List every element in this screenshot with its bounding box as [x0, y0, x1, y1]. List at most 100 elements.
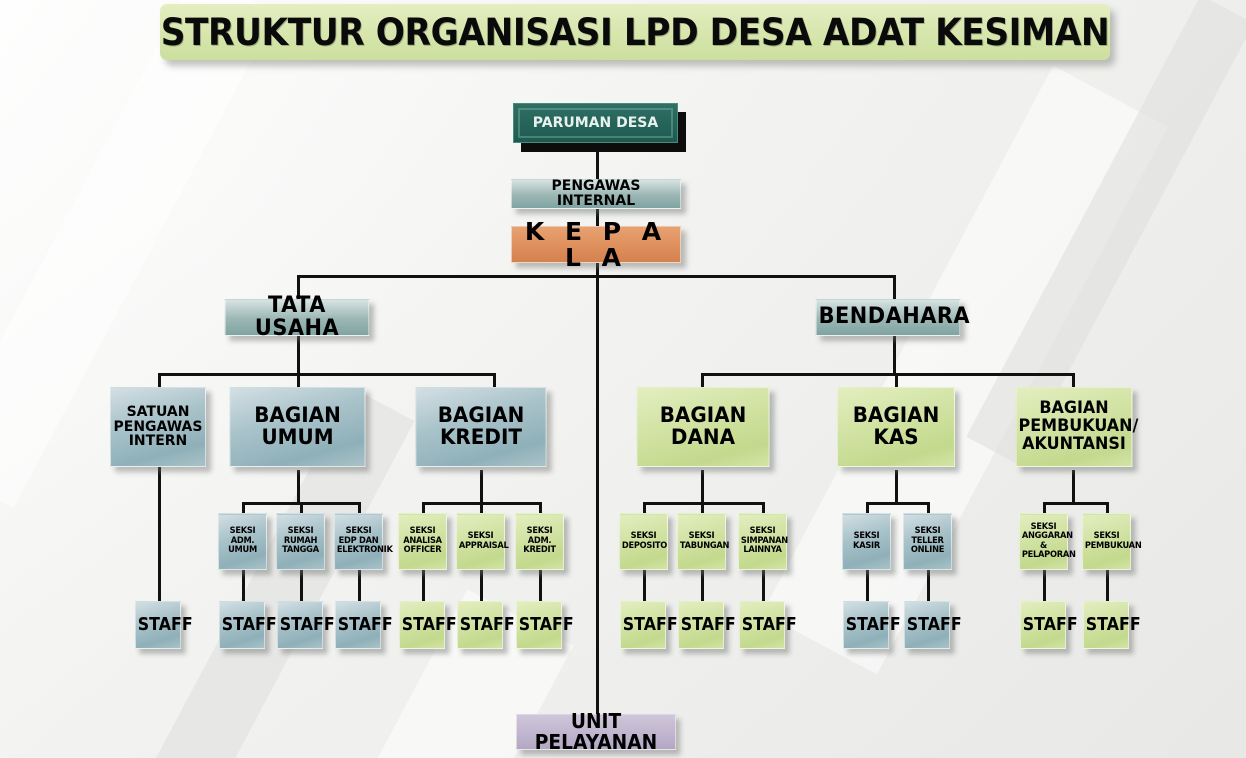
- node-tata-usaha[interactable]: TATA USAHA: [224, 294, 370, 339]
- node-label: SEKSI RUMAH TANGGA: [282, 526, 319, 556]
- node-label: PENGAWAS INTERNAL: [551, 178, 641, 209]
- node-label: STAFF: [221, 613, 277, 635]
- connector: [297, 470, 300, 502]
- node-bagian-kas[interactable]: BAGIAN KAS: [837, 387, 955, 467]
- node-bagian-dana[interactable]: BAGIAN DANA: [636, 387, 770, 467]
- node-label: UNIT PELAYANAN: [534, 709, 658, 754]
- node-label: STAFF: [1022, 613, 1078, 635]
- node-seksi-pembukuan[interactable]: SEKSI PEMBUKUAN: [1082, 513, 1142, 570]
- connector: [480, 502, 483, 514]
- node-seksi-deposito[interactable]: SEKSI DEPOSITO: [619, 513, 668, 570]
- node-kepala[interactable]: K E P A L A: [511, 218, 681, 270]
- connector: [539, 502, 542, 514]
- node-label: SEKSI TELLER ONLINE: [910, 526, 945, 556]
- node-label: PARUMAN DESA: [532, 114, 659, 131]
- connector: [158, 373, 496, 376]
- node-label: STAFF: [1085, 613, 1141, 635]
- node-staff[interactable]: STAFF: [516, 601, 574, 649]
- node-label: SEKSI SIMPANAN LAINNYA: [740, 526, 788, 556]
- node-label: SEKSI APPRAISAL: [458, 531, 509, 551]
- connector: [596, 208, 599, 230]
- node-label: SEKSI ADM. KREDIT: [523, 526, 556, 556]
- connector: [927, 502, 930, 514]
- connector: [701, 373, 1075, 376]
- connector: [895, 373, 898, 388]
- node-staff[interactable]: STAFF: [277, 601, 335, 649]
- page-title: STRUKTUR ORGANISASI LPD DESA ADAT KESIMA…: [160, 10, 1110, 54]
- connector: [1043, 570, 1046, 602]
- node-seksi-adm-umum[interactable]: SEKSI ADM. UMUM: [218, 513, 267, 570]
- node-staff[interactable]: STAFF: [739, 601, 797, 649]
- connector: [297, 373, 300, 388]
- node-seksi-edp-elektronik[interactable]: SEKSI EDP DAN ELEKTRONIK: [334, 513, 393, 570]
- connector: [300, 570, 303, 602]
- node-label: SEKSI ANGGARAN & PELAPORAN: [1021, 521, 1076, 560]
- node-label: BAGIAN PEMBUKUAN/ AKUNTANSI: [1018, 398, 1139, 454]
- node-label: STAFF: [741, 613, 797, 635]
- connector: [539, 570, 542, 602]
- node-paruman-desa[interactable]: PARUMAN DESA: [513, 103, 678, 143]
- connector: [300, 502, 303, 514]
- node-label: SEKSI KASIR: [853, 531, 880, 551]
- connector: [893, 335, 896, 373]
- connector: [358, 570, 361, 602]
- connector: [422, 570, 425, 602]
- connector: [701, 470, 704, 502]
- node-label: BAGIAN UMUM: [254, 403, 341, 449]
- connector: [1106, 502, 1109, 514]
- node-seksi-simpanan-lainnya[interactable]: SEKSI SIMPANAN LAINNYA: [738, 513, 788, 570]
- connector: [1043, 502, 1108, 505]
- node-satuan-pengawas-intern[interactable]: SATUAN PENGAWAS INTERN: [110, 387, 206, 467]
- connector: [242, 570, 245, 602]
- connector: [866, 502, 929, 505]
- connector: [893, 275, 896, 300]
- node-staff[interactable]: STAFF: [1083, 601, 1141, 649]
- connector: [1043, 502, 1046, 514]
- node-label: STAFF: [137, 613, 193, 635]
- connector: [701, 373, 704, 388]
- node-seksi-appraisal[interactable]: SEKSI APPRAISAL: [456, 513, 509, 570]
- node-unit-pelayanan[interactable]: UNIT PELAYANAN: [516, 709, 676, 754]
- connector: [701, 502, 704, 514]
- node-pengawas-internal[interactable]: PENGAWAS INTERNAL: [511, 179, 681, 209]
- node-seksi-tabungan[interactable]: SEKSI TABUNGAN: [677, 513, 730, 570]
- node-staff[interactable]: STAFF: [335, 601, 393, 649]
- node-seksi-teller-online[interactable]: SEKSI TELLER ONLINE: [903, 513, 952, 570]
- node-label: STAFF: [401, 613, 457, 635]
- node-staff[interactable]: STAFF: [457, 601, 515, 649]
- node-label: STAFF: [680, 613, 736, 635]
- node-staff[interactable]: STAFF: [678, 601, 736, 649]
- node-seksi-analisa-officer[interactable]: SEKSI ANALISA OFFICER: [398, 513, 447, 570]
- connector: [701, 570, 704, 602]
- node-seksi-anggaran-pelaporan[interactable]: SEKSI ANGGARAN & PELAPORAN: [1019, 513, 1076, 570]
- node-seksi-rumah-tangga[interactable]: SEKSI RUMAH TANGGA: [276, 513, 325, 570]
- node-staff[interactable]: STAFF: [219, 601, 277, 649]
- node-seksi-kasir[interactable]: SEKSI KASIR: [842, 513, 891, 570]
- node-staff[interactable]: STAFF: [1020, 601, 1078, 649]
- node-staff[interactable]: STAFF: [843, 601, 901, 649]
- connector: [158, 373, 161, 388]
- node-label: SEKSI DEPOSITO: [621, 531, 668, 551]
- connector: [866, 570, 869, 602]
- node-label: STAFF: [518, 613, 574, 635]
- node-bagian-pembukuan-akuntansi[interactable]: BAGIAN PEMBUKUAN/ AKUNTANSI: [1015, 387, 1139, 467]
- node-label: SEKSI ADM. UMUM: [228, 526, 257, 556]
- node-bendahara[interactable]: BENDAHARA: [815, 299, 970, 336]
- node-seksi-adm-kredit[interactable]: SEKSI ADM. KREDIT: [515, 513, 564, 570]
- node-label: SEKSI TABUNGAN: [679, 531, 730, 551]
- node-staff[interactable]: STAFF: [399, 601, 457, 649]
- connector: [643, 502, 646, 514]
- node-staff[interactable]: STAFF: [620, 601, 678, 649]
- connector: [866, 502, 869, 514]
- connector: [596, 142, 599, 180]
- node-staff[interactable]: STAFF: [904, 601, 962, 649]
- node-label: STAFF: [906, 613, 962, 635]
- node-bagian-umum[interactable]: BAGIAN UMUM: [229, 387, 366, 467]
- connector: [242, 502, 245, 514]
- node-label: STAFF: [459, 613, 515, 635]
- node-bagian-kredit[interactable]: BAGIAN KREDIT: [415, 387, 547, 467]
- connector: [1072, 470, 1075, 502]
- node-staff[interactable]: STAFF: [135, 601, 193, 649]
- connector: [643, 570, 646, 602]
